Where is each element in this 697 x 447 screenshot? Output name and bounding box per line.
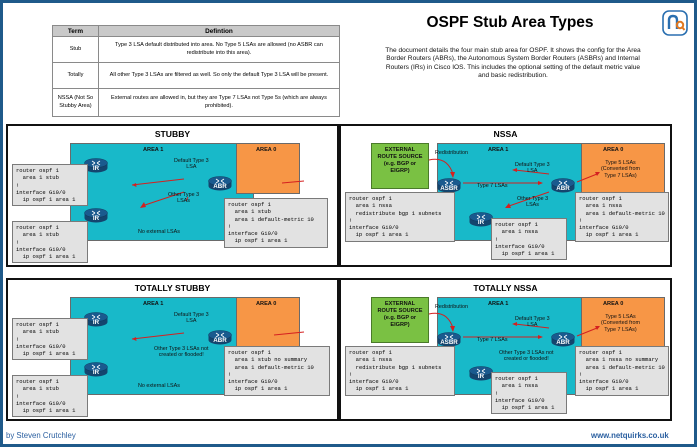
table-row: NSSA (Not So Stubby Area) External route…: [52, 88, 341, 117]
config-ir-top: router ospf 1 area 1 stub ! interface Gi…: [12, 318, 88, 361]
router-icon: [84, 312, 108, 327]
router-icon: [208, 330, 232, 345]
router-label-ir: IR: [92, 369, 100, 376]
other-lsa-note: Other Type 3 LSAs: [517, 196, 549, 209]
term-column-header: Term: [52, 25, 99, 37]
type5-lsa-note: Type 5 LSAs (Converted from Type 7 LSAs): [601, 160, 640, 179]
router-label-asbr: ASBR: [440, 339, 458, 346]
area1-label: AREA 1: [143, 147, 164, 153]
term-cell: NSSA (Not So Stubby Area): [52, 88, 99, 117]
intro-text: The document details the four main stub …: [385, 47, 641, 80]
router-label-ir: IR: [477, 219, 485, 226]
area1-label: AREA 1: [488, 147, 509, 153]
router-label-ir: IR: [477, 373, 485, 380]
panel-stubby: STUBBY AREA 1 AREA 0 IR IR ABR Default T…: [6, 124, 339, 267]
config-ir: router ospf 1 area 1 nssa ! interface Gi…: [491, 372, 567, 415]
default-lsa-note: Default Type 3 LSA: [174, 312, 209, 325]
definition-column-header: Defintion: [97, 25, 341, 37]
panel-title: NSSA: [493, 129, 518, 139]
panel-title: STUBBY: [154, 129, 191, 139]
config-abr: router ospf 1 area 1 stub no summary are…: [224, 346, 330, 396]
router-label-ir: IR: [92, 319, 100, 326]
config-ir-bottom: router ospf 1 area 1 stub ! interface Gi…: [12, 375, 88, 418]
router-label-ir: IR: [92, 215, 100, 222]
definition-cell: Type 3 LSA default distributed into area…: [97, 36, 341, 63]
website-link[interactable]: www.netquirks.co.uk: [591, 431, 669, 440]
other-lsa-note: Other Type 3 LSAs: [168, 192, 200, 205]
router-icon: [208, 176, 232, 191]
no-external-note: No external LSAs: [138, 229, 180, 235]
panel-title: TOTALLY NSSA: [473, 283, 538, 293]
redistribution-note: Redistribution: [435, 304, 468, 310]
definitions-table: Term Defintion Stub Type 3 LSA default d…: [52, 25, 341, 117]
area0-box: [236, 297, 300, 348]
panel-totally-nssa: TOTALLY NSSA EXTERNAL ROUTE SOURCE (e.g.…: [339, 278, 672, 421]
other-lsa-note: Other Type 3 LSAs not created or flooded…: [499, 350, 554, 363]
area0-label: AREA 0: [603, 301, 624, 307]
redistribution-note: Redistribution: [435, 150, 468, 156]
router-icon: [437, 178, 461, 193]
definition-cell: External routes are allowed in, but they…: [97, 88, 341, 117]
area1-label: AREA 1: [488, 301, 509, 307]
config-asbr: router ospf 1 area 1 nssa redistribute b…: [345, 192, 455, 242]
router-icon: [469, 212, 493, 227]
config-ir: router ospf 1 area 1 nssa ! interface Gi…: [491, 218, 567, 261]
config-ir-bottom: router ospf 1 area 1 stub ! interface Gi…: [12, 221, 88, 264]
router-icon: [551, 178, 575, 193]
router-icon: [84, 208, 108, 223]
router-label-abr: ABR: [213, 183, 227, 190]
netquirks-logo-icon: [662, 10, 688, 36]
config-asbr: router ospf 1 area 1 nssa redistribute b…: [345, 346, 455, 396]
area0-label: AREA 0: [256, 147, 277, 153]
table-row: Totally All other Type 3 LSAs are filter…: [52, 62, 341, 89]
no-external-note: No external LSAs: [138, 383, 180, 389]
router-label-abr: ABR: [556, 339, 570, 346]
external-route-source: EXTERNAL ROUTE SOURCE (e.g. BGP or EIGRP…: [371, 143, 429, 189]
type7-lsa-note: Type 7 LSAs: [477, 337, 508, 343]
area0-box: [236, 143, 300, 194]
other-lsa-note: Other Type 3 LSAs not created or flooded…: [154, 346, 209, 359]
area1-label: AREA 1: [143, 301, 164, 307]
term-cell: Totally: [52, 62, 99, 89]
external-route-source: EXTERNAL ROUTE SOURCE (e.g. BGP or EIGRP…: [371, 297, 429, 343]
config-abr: router ospf 1 area 1 nssa no summary are…: [575, 346, 669, 396]
default-lsa-note: Default Type 3 LSA: [515, 162, 550, 175]
area1-box: [437, 297, 595, 395]
router-label-asbr: ASBR: [440, 185, 458, 192]
definition-cell: All other Type 3 LSAs are filtered as we…: [97, 62, 341, 89]
panel-title: TOTALLY STUBBY: [134, 283, 211, 293]
router-label-abr: ABR: [213, 337, 227, 344]
router-icon: [551, 332, 575, 347]
router-label-ir: IR: [92, 165, 100, 172]
author-credit: by Steven Crutchley: [6, 431, 76, 440]
area0-label: AREA 0: [256, 301, 277, 307]
term-cell: Stub: [52, 36, 99, 63]
table-row: Stub Type 3 LSA default distributed into…: [52, 36, 341, 63]
config-abr: router ospf 1 area 1 nssa area 1 default…: [575, 192, 669, 242]
default-lsa-note: Default Type 3 LSA: [174, 158, 209, 171]
area0-label: AREA 0: [603, 147, 624, 153]
router-icon: [84, 362, 108, 377]
type7-lsa-note: Type 7 LSAs: [477, 183, 508, 189]
default-lsa-note: Default Type 3 LSA: [515, 316, 550, 329]
router-label-abr: ABR: [556, 185, 570, 192]
panel-nssa: NSSA EXTERNAL ROUTE SOURCE (e.g. BGP or …: [339, 124, 672, 267]
table-header-row: Term Defintion: [52, 25, 341, 37]
router-icon: [84, 158, 108, 173]
type5-lsa-note: Type 5 LSAs (Converted from Type 7 LSAs): [601, 314, 640, 333]
router-icon: [437, 332, 461, 347]
panel-totally-stubby: TOTALLY STUBBY AREA 1 AREA 0 IR IR ABR D…: [6, 278, 339, 421]
config-abr: router ospf 1 area 1 stub area 1 default…: [224, 198, 328, 248]
config-ir-top: router ospf 1 area 1 stub ! interface Gi…: [12, 164, 88, 207]
page-title: OSPF Stub Area Types: [426, 14, 594, 31]
router-icon: [469, 366, 493, 381]
